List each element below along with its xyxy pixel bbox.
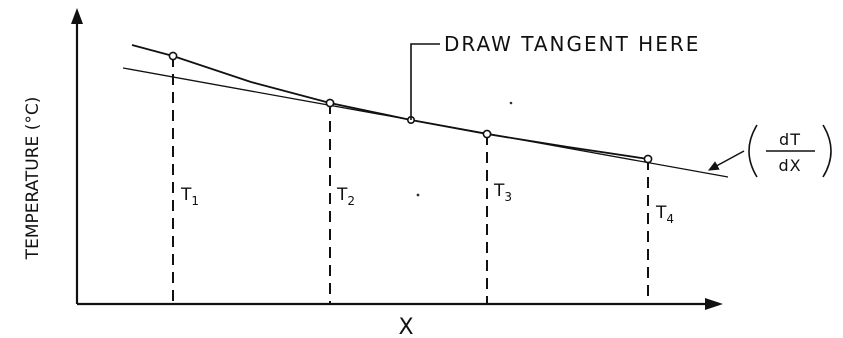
- point-t4: [643, 154, 653, 164]
- callout-leader: [410, 43, 440, 120]
- gradient-left-paren: [748, 124, 758, 178]
- gradient-denominator: dX: [778, 156, 801, 175]
- label-t3: T3: [493, 181, 512, 204]
- point-t1: [168, 51, 178, 61]
- speck: [416, 193, 420, 197]
- y-axis-label: TEMPERATURE (°C): [23, 97, 43, 261]
- y-axis-arrowhead: [71, 8, 83, 24]
- temperature-curve: [131, 44, 649, 160]
- x-axis-label: X: [398, 315, 413, 338]
- callout-text: DRAW TANGENT HERE: [444, 32, 700, 56]
- point-t3: [482, 129, 492, 139]
- speck: [509, 101, 513, 105]
- gradient-right-paren: [822, 124, 832, 178]
- tangent-line: [122, 67, 729, 178]
- x-axis-arrowhead: [705, 298, 723, 310]
- point-t2: [325, 98, 335, 108]
- gradient-arrow: [707, 150, 745, 171]
- label-t1: T1: [180, 185, 199, 208]
- gradient-numerator: dT: [779, 130, 801, 149]
- label-t2: T2: [336, 185, 355, 208]
- label-t4: T4: [655, 203, 674, 226]
